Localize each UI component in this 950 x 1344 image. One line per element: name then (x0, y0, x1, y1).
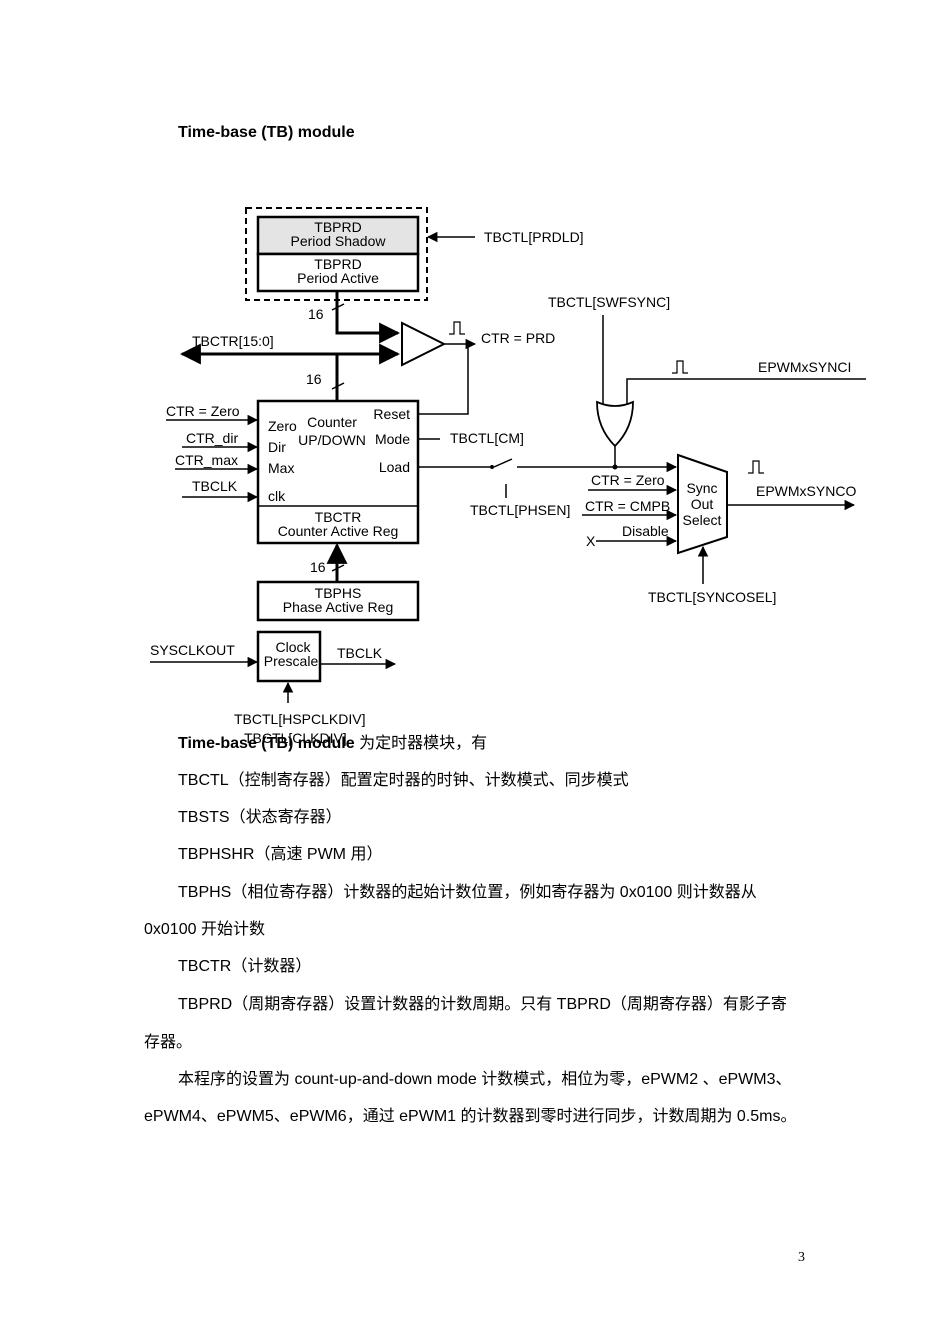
paragraph-tbsts: TBSTS（状态寄存器） (178, 809, 342, 826)
pulse-icon (449, 321, 465, 335)
tbphs-box (256, 580, 420, 622)
counter-port-reset: Reset (373, 406, 410, 422)
tbctr-reg-label-1: TBCTR (315, 509, 362, 525)
tbphs-label-2: Phase Active Reg (283, 599, 394, 615)
bus-width-mid: 16 (306, 371, 322, 387)
sync-input-x: X (586, 533, 596, 549)
epwm-synci-label: EPWMxSYNCI (758, 359, 851, 375)
tbctl-prdld-label: TBCTL[PRDLD] (484, 229, 584, 245)
clock-prescale-box (256, 630, 322, 683)
paragraph-tbctr: TBCTR（计数器） (178, 958, 312, 975)
bus-width-bottom: 16 (310, 559, 326, 575)
tbctl-hspclkdiv-label: TBCTL[HSPCLKDIV] (234, 711, 365, 727)
tbprd-shadow-box (256, 215, 420, 256)
sysclkout-label: SYSCLKOUT (150, 642, 235, 658)
paragraph-tbphs: TBPHS（相位寄存器）计数器的起始计数位置，例如寄存器为 0x0100 则计数… (178, 884, 757, 901)
prescale-label-2: Prescale (264, 653, 319, 669)
tbctl-cm-label: TBCTL[CM] (450, 430, 524, 446)
paragraph-settings-cont: ePWM4、ePWM5、ePWM6，通过 ePWM1 的计数器到零时进行同步，计… (144, 1108, 797, 1125)
counter-title-2: UP/DOWN (298, 432, 366, 448)
or-gate (596, 400, 634, 448)
tbctl-swfsync-label: TBCTL[SWFSYNC] (548, 294, 670, 310)
comparator (401, 321, 447, 367)
epwm-synco-label: EPWMxSYNCO (756, 483, 856, 499)
tbprd-active-label-2: Period Active (297, 270, 379, 286)
time-base-module-diagram: TBPRD Period Shadow TBPRD Period Active … (150, 207, 866, 746)
counter-port-mode: Mode (375, 431, 410, 447)
tbctr-bus-label: TBCTR[15:0] (192, 333, 274, 349)
paragraph-settings: 本程序的设置为 count-up-and-down mode 计数模式，相位为零… (178, 1071, 792, 1088)
tbctl-clkdiv-label: TBCTL[CLKDIV] (244, 730, 347, 746)
page-number: 3 (798, 1250, 805, 1265)
tbprd-active-label-1: TBPRD (314, 256, 361, 272)
counter-port-dir: Dir (268, 439, 286, 455)
tbclk-out-label: TBCLK (337, 645, 383, 661)
tbphs-label-1: TBPHS (315, 585, 362, 601)
sync-select-3: Select (683, 512, 722, 528)
paragraph-tbphs-cont: 0x0100 开始计数 (144, 921, 265, 938)
paragraph-tbprd-cont: 存器。 (144, 1034, 193, 1051)
tbctl-phsen-label: TBCTL[PHSEN] (470, 502, 570, 518)
paragraph-tbprd: TBPRD（周期寄存器）设置计数器的计数周期。只有 TBPRD（周期寄存器）有影… (178, 996, 787, 1013)
section-heading: Time-base (TB) module (178, 124, 355, 141)
counter-port-zero: Zero (268, 418, 297, 434)
intro-bold: Time-base (TB) module (178, 735, 355, 752)
sync-input-ctr-zero: CTR = Zero (591, 472, 665, 488)
tbprd-shadow-label-1: TBPRD (314, 219, 361, 235)
tbctr-reg-label-2: Counter Active Reg (278, 523, 399, 539)
counter-title-1: Counter (307, 414, 357, 430)
sync-input-ctr-cmpb: CTR = CMPB (585, 498, 670, 514)
sync-out-select-mux (677, 453, 728, 555)
counter-port-load: Load (379, 459, 410, 475)
input-ctr-dir: CTR_dir (186, 430, 238, 446)
paragraph-intro: Time-base (TB) module 为定时器模块，有 (178, 734, 487, 754)
paragraph-tbphshr: TBPHSHR（高速 PWM 用） (178, 846, 383, 863)
tbctl-syncosel-label: TBCTL[SYNCOSEL] (648, 589, 776, 605)
counter-port-max: Max (268, 460, 294, 476)
intro-text: 为定时器模块，有 (354, 735, 488, 752)
bus-width-top: 16 (308, 306, 324, 322)
input-tbclk: TBCLK (192, 478, 238, 494)
prescale-label-1: Clock (275, 639, 311, 655)
input-ctr-zero: CTR = Zero (166, 403, 240, 419)
ctr-prd-label: CTR = PRD (481, 330, 555, 346)
sync-input-disable: Disable (622, 523, 669, 539)
counter-port-clk: clk (268, 488, 286, 504)
tbprd-shadow-label-2: Period Shadow (291, 233, 387, 249)
input-ctr-max: CTR_max (175, 452, 238, 468)
sync-select-1: Sync (686, 480, 717, 496)
paragraph-tbctl: TBCTL（控制寄存器）配置定时器的时钟、计数模式、同步模式 (178, 772, 629, 789)
sync-select-2: Out (691, 496, 714, 512)
